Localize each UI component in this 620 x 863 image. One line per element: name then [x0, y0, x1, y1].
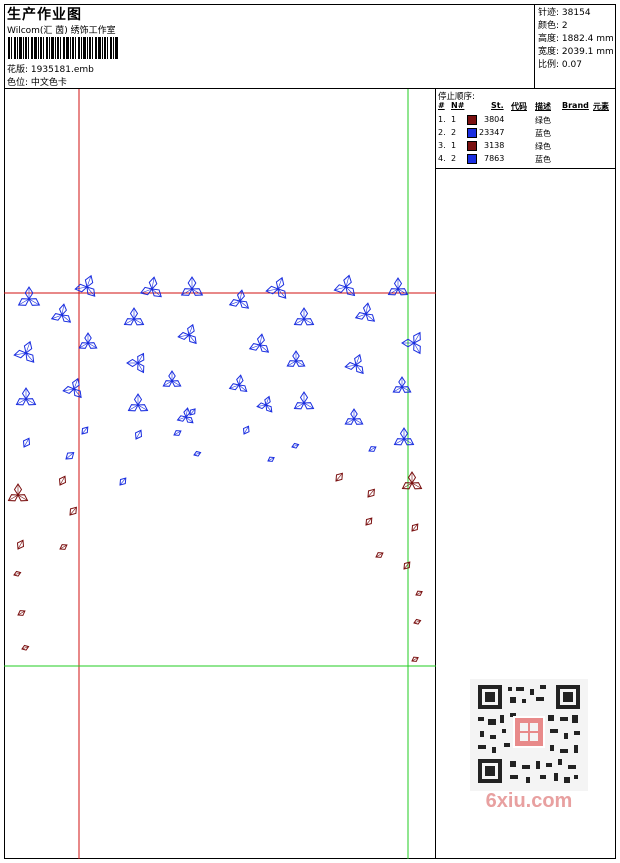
- design-canvas: [4, 89, 436, 859]
- sheet-frame: [4, 4, 616, 859]
- col-number: N#: [451, 101, 465, 110]
- stat-colors: 颜色: 2: [538, 21, 568, 31]
- stats-panel: 针迹: 38154 颜色: 2 高度: 1882.4 mm 宽度: 2039.1…: [535, 4, 616, 89]
- stat-height: 高度: 1882.4 mm: [538, 34, 614, 44]
- watermark-text: 6xiu.com: [486, 790, 573, 811]
- stat-stitches: 针迹: 38154: [538, 8, 591, 18]
- col-hash: #: [438, 101, 445, 110]
- color-label: 色位:: [7, 78, 29, 88]
- design-file-line: 花版: 1935181.emb: [7, 62, 94, 75]
- page-title: 生产作业图: [7, 7, 82, 23]
- qr-code-watermark: 6xiu.com: [470, 679, 588, 811]
- design-label: 花版:: [7, 65, 29, 75]
- qr-logo: [513, 716, 545, 748]
- color-swatch: [467, 128, 477, 138]
- col-stitches: St.: [491, 101, 504, 110]
- studio-name: Wilcom(汇 茵) 绣饰工作室: [7, 26, 116, 36]
- barcode: [8, 37, 118, 59]
- col-description: 描述: [535, 102, 551, 111]
- color-swatch: [467, 115, 477, 125]
- stat-scale: 比例: 0.07: [538, 60, 582, 70]
- stop-sequence-title: 停止顺序:: [438, 92, 475, 102]
- stop-sequence-panel: 停止顺序: # N# St. 代码 描述 Brand 元素 1. 1 3804 …: [436, 89, 616, 169]
- col-brand: Brand: [562, 101, 589, 110]
- side-panel: 停止顺序: # N# St. 代码 描述 Brand 元素 1. 1 3804 …: [436, 89, 616, 859]
- color-swatch: [467, 154, 477, 164]
- design-file: 1935181.emb: [30, 65, 94, 75]
- color-value: 中文色卡: [30, 78, 67, 88]
- color-swatch: [467, 141, 477, 151]
- col-code: 代码: [511, 102, 527, 111]
- header-panel: 生产作业图 Wilcom(汇 茵) 绣饰工作室 花版: 1935181.em: [4, 4, 535, 89]
- embroidery-preview: [4, 89, 436, 859]
- color-position-line: 色位: 中文色卡: [7, 75, 67, 88]
- col-element: 元素: [593, 102, 609, 111]
- stat-width: 宽度: 2039.1 mm: [538, 47, 614, 57]
